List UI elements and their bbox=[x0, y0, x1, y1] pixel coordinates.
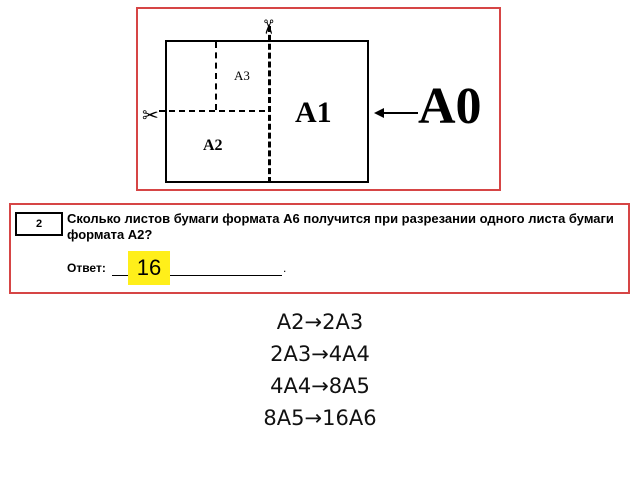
task-question: Сколько листов бумаги формата A6 получит… bbox=[67, 211, 614, 242]
cut-line-a3 bbox=[215, 42, 217, 110]
label-a0: A0 bbox=[418, 78, 482, 135]
label-a1: A1 bbox=[295, 96, 332, 129]
task-number: 2 bbox=[15, 212, 63, 236]
cut-line-horizontal bbox=[159, 110, 265, 112]
solution-step: 2A3→4A4 bbox=[270, 342, 370, 366]
task-card: 2 Сколько листов бумаги формата A6 получ… bbox=[9, 203, 630, 294]
scissors-icon: ✂ bbox=[142, 105, 159, 127]
scissors-icon: ✂ bbox=[256, 18, 279, 36]
solution-step: A2→2A3 bbox=[276, 310, 364, 334]
solution-steps: A2→2A3 2A3→4A4 4A4→8A5 8A5→16A6 bbox=[0, 306, 640, 434]
label-a3: A3 bbox=[234, 68, 250, 83]
answer-label: Ответ: bbox=[67, 261, 106, 275]
solution-step: 4A4→8A5 bbox=[270, 374, 370, 398]
cut-line-vertical bbox=[268, 26, 271, 183]
solution-step: 8A5→16A6 bbox=[263, 406, 377, 430]
paper-format-figure: A3 A2 A1 ✂ ✂ A0 bbox=[136, 7, 501, 191]
arrow-left-icon bbox=[374, 108, 418, 118]
answer-value: 16 bbox=[128, 251, 170, 285]
answer-end: . bbox=[283, 261, 287, 275]
answer-line bbox=[112, 275, 282, 276]
paper-sheet: A3 A2 A1 bbox=[159, 26, 369, 183]
label-a2: A2 bbox=[203, 137, 223, 154]
